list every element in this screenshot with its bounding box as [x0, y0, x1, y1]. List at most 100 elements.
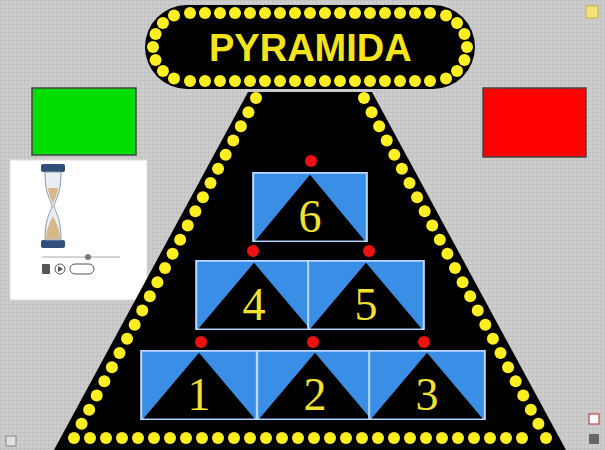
- bulb: [150, 54, 162, 66]
- bulb: [420, 432, 432, 444]
- bulb: [199, 75, 211, 87]
- bulb: [304, 75, 316, 87]
- light-bulbs: [68, 7, 552, 444]
- tile-number: 4: [195, 282, 313, 328]
- bulb: [349, 7, 361, 19]
- bulb: [452, 432, 464, 444]
- bulb: [157, 65, 169, 77]
- bulb: [436, 432, 448, 444]
- game-title: PYRAMIDA: [209, 29, 412, 67]
- bulb: [214, 75, 226, 87]
- bulb: [510, 375, 522, 387]
- bulb: [136, 305, 148, 317]
- bulb: [276, 432, 288, 444]
- bulb: [289, 7, 301, 19]
- bulb: [458, 54, 470, 66]
- bulb: [150, 28, 162, 40]
- bulb: [379, 75, 391, 87]
- bulb: [388, 432, 400, 444]
- bulb: [244, 432, 256, 444]
- bulb: [308, 432, 320, 444]
- bulb: [91, 390, 103, 402]
- tile-number: 2: [256, 372, 374, 418]
- bulb: [479, 319, 491, 331]
- bulb: [214, 7, 226, 19]
- bulb: [244, 75, 256, 87]
- bulb: [68, 432, 80, 444]
- bulb: [227, 135, 239, 147]
- number-tile: 1: [140, 350, 258, 420]
- bulb: [83, 404, 95, 416]
- bulb: [409, 75, 421, 87]
- bulb: [157, 17, 169, 29]
- bulb: [472, 305, 484, 317]
- bulb: [500, 432, 512, 444]
- bulb: [464, 290, 476, 302]
- bulb: [516, 432, 528, 444]
- bulb: [457, 276, 469, 288]
- bulb: [426, 220, 438, 232]
- bulb: [250, 92, 262, 104]
- bulb: [274, 75, 286, 87]
- bulb: [114, 347, 126, 359]
- bulb: [289, 75, 301, 87]
- bulb: [199, 7, 211, 19]
- bulb: [451, 17, 463, 29]
- bulb: [451, 65, 463, 77]
- bulb: [132, 432, 144, 444]
- green-panel: [32, 88, 136, 155]
- bulb: [396, 163, 408, 175]
- bulb: [540, 432, 552, 444]
- bulb: [196, 432, 208, 444]
- number-tile: 4: [195, 260, 313, 330]
- bulb: [229, 7, 241, 19]
- bulb: [235, 120, 247, 132]
- bulb: [147, 41, 159, 53]
- bulb: [319, 75, 331, 87]
- bulb: [184, 75, 196, 87]
- bulb: [461, 41, 473, 53]
- bulb: [379, 7, 391, 19]
- bulb: [349, 75, 361, 87]
- bulb: [334, 75, 346, 87]
- bulb: [324, 432, 336, 444]
- bulb: [229, 75, 241, 87]
- bulb: [468, 432, 480, 444]
- bulb: [260, 432, 272, 444]
- bulb: [404, 177, 416, 189]
- bulb: [525, 404, 537, 416]
- number-tile: 2: [256, 350, 374, 420]
- bulb: [129, 319, 141, 331]
- bulb: [144, 290, 156, 302]
- bulb: [212, 163, 224, 175]
- bulb: [76, 418, 88, 430]
- bulb: [366, 106, 378, 118]
- title-pill: [145, 5, 475, 89]
- corner-icon: [589, 434, 599, 444]
- bulb: [388, 149, 400, 161]
- bulb: [364, 7, 376, 19]
- bulb: [340, 432, 352, 444]
- bulb: [381, 135, 393, 147]
- bulb: [394, 7, 406, 19]
- bulb: [424, 75, 436, 87]
- red-markers: [195, 155, 430, 348]
- bulb: [168, 10, 180, 22]
- bulb: [304, 7, 316, 19]
- bulb: [116, 432, 128, 444]
- bulb: [502, 361, 514, 373]
- bulb: [458, 28, 470, 40]
- number-tile: 5: [307, 260, 425, 330]
- bulb: [404, 432, 416, 444]
- corner-icon: [6, 436, 16, 446]
- corner-icon: [589, 414, 599, 424]
- timer-widget: [10, 160, 147, 300]
- bulb: [319, 7, 331, 19]
- bulb: [440, 10, 452, 22]
- bulb: [228, 432, 240, 444]
- bulb: [151, 276, 163, 288]
- bulb: [532, 418, 544, 430]
- note-icon: [586, 6, 598, 18]
- bulb: [220, 149, 232, 161]
